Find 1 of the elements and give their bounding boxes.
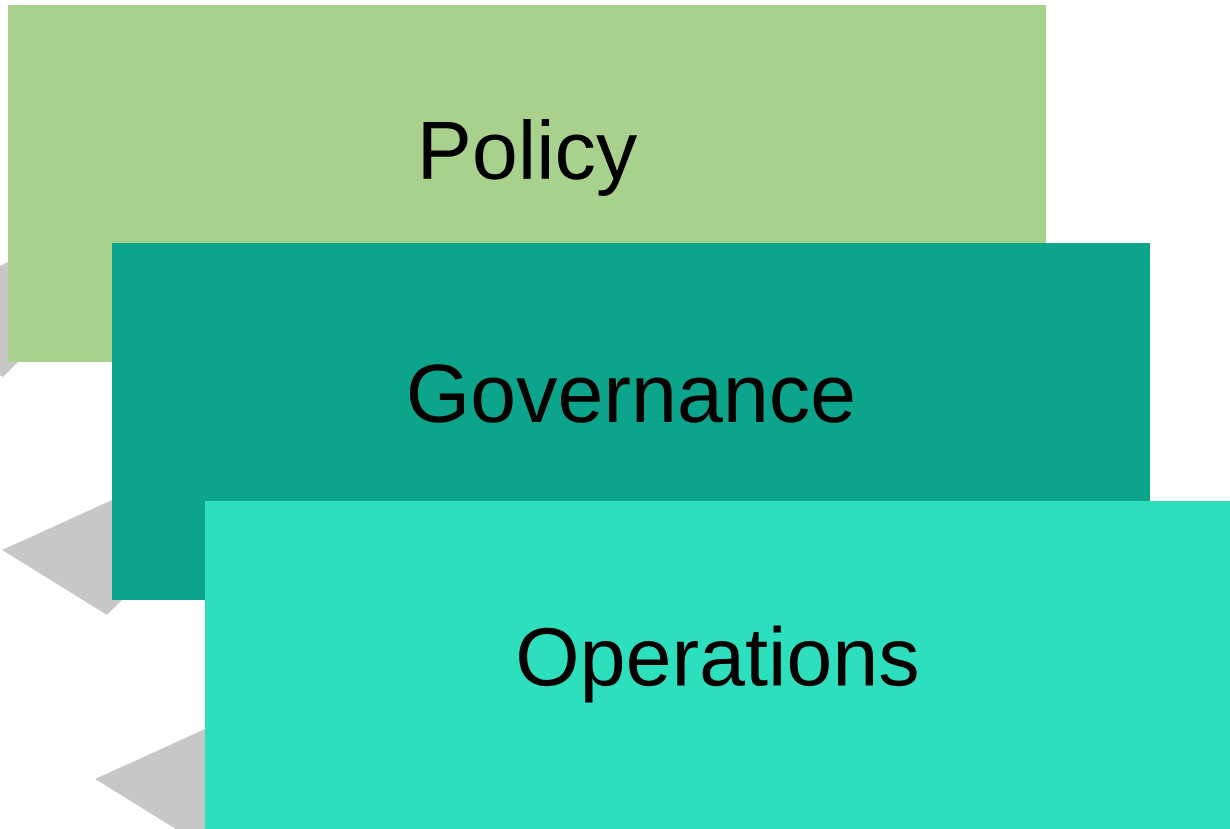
layer-box: Operations — [205, 501, 1230, 829]
